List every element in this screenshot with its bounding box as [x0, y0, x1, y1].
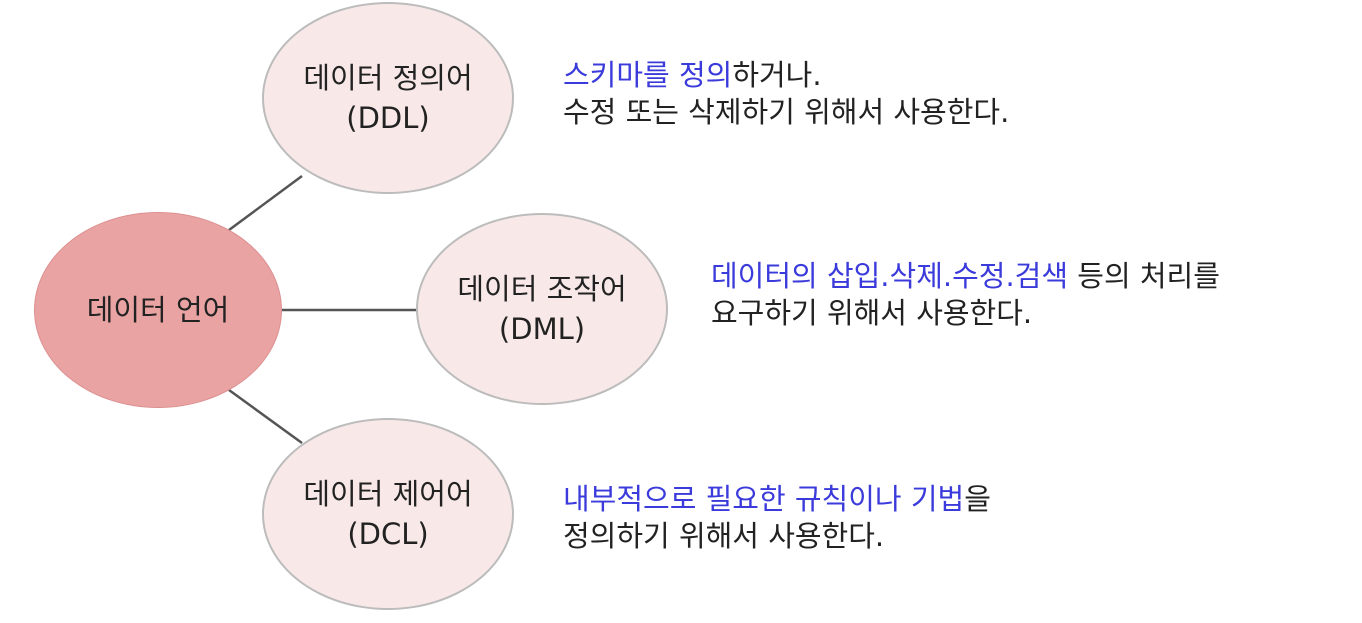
node-dml: 데이터 조작어 (DML)	[416, 213, 668, 405]
node-ddl-title: 데이터 정의어	[303, 61, 473, 95]
center-node-data-language: 데이터 언어	[34, 212, 282, 408]
node-dcl-title: 데이터 제어어	[303, 477, 473, 511]
description-ddl-line2: 수정 또는 삭제하기 위해서 사용한다.	[563, 95, 1010, 129]
node-dcl-abbr: (DCL)	[347, 517, 429, 551]
description-dcl-rest: 을	[964, 482, 991, 516]
node-ddl: 데이터 정의어 (DDL)	[262, 2, 514, 194]
description-dml-rest: 등의 처리를	[1068, 259, 1220, 293]
description-ddl-rest: 하거나.	[732, 58, 822, 92]
node-dcl: 데이터 제어어 (DCL)	[262, 418, 514, 610]
description-dml-highlight: 데이터의 삽입.삭제.수정.검색	[711, 259, 1069, 293]
description-ddl: 스키마를 정의하거나. 수정 또는 삭제하기 위해서 사용한다.	[563, 57, 1009, 131]
description-ddl-highlight: 스키마를 정의	[563, 58, 733, 92]
description-dcl-highlight: 내부적으로 필요한 규칙이나 기법	[563, 482, 965, 516]
description-dcl-line1: 내부적으로 필요한 규칙이나 기법을	[563, 481, 991, 518]
description-dml-line1: 데이터의 삽입.삭제.수정.검색 등의 처리를	[711, 258, 1220, 295]
description-dml: 데이터의 삽입.삭제.수정.검색 등의 처리를 요구하기 위해서 사용한다.	[711, 258, 1220, 332]
center-node-label: 데이터 언어	[86, 293, 230, 327]
description-dml-line2: 요구하기 위해서 사용한다.	[711, 296, 1033, 330]
connector-ddl	[228, 174, 303, 232]
node-dml-title: 데이터 조작어	[457, 272, 627, 306]
node-ddl-abbr: (DDL)	[346, 101, 430, 135]
description-ddl-line1: 스키마를 정의하거나.	[563, 57, 1009, 94]
description-dcl-line2: 정의하기 위해서 사용한다.	[563, 519, 885, 553]
node-dml-abbr: (DML)	[498, 312, 586, 346]
description-dcl: 내부적으로 필요한 규칙이나 기법을 정의하기 위해서 사용한다.	[563, 481, 991, 555]
connector-dcl	[228, 388, 303, 445]
